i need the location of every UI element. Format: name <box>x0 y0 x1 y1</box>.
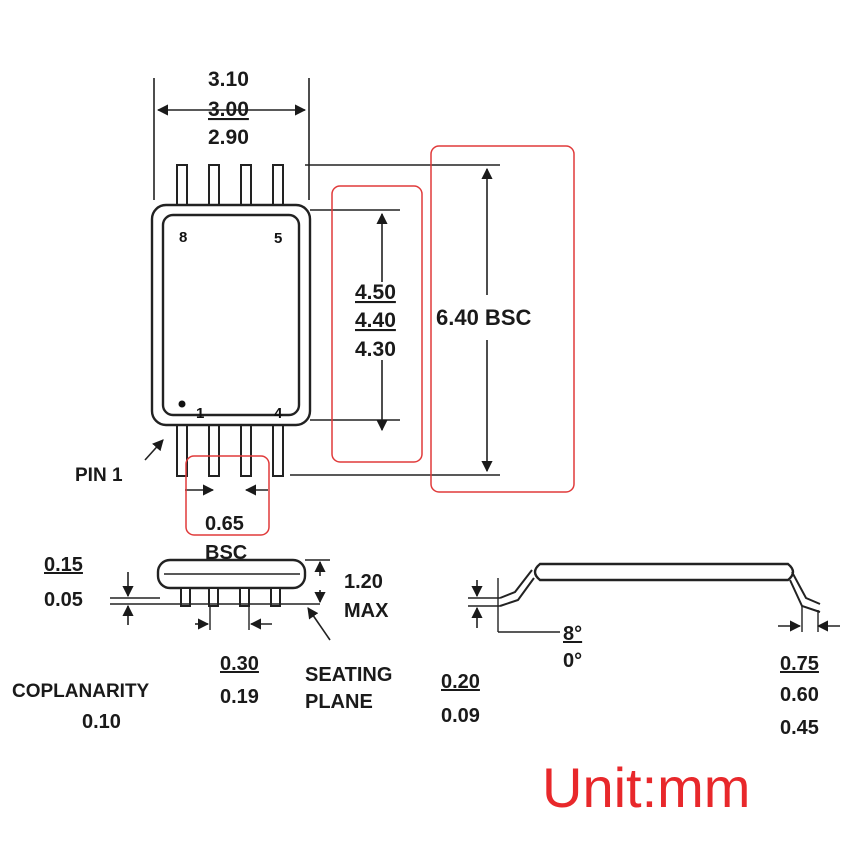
coplanarity-value: 0.10 <box>82 711 121 733</box>
standoff-max: 0.15 <box>44 554 83 576</box>
side-view <box>110 558 331 641</box>
pin-pitch-value: 0.65 <box>205 513 244 535</box>
angle-min: 0° <box>563 650 582 672</box>
highlight-pin-pitch <box>185 455 270 536</box>
body-width-min: 4.30 <box>355 338 396 361</box>
pin-label-8: 8 <box>179 229 187 246</box>
angle-max: 8° <box>563 623 582 645</box>
pin1-dot <box>178 400 186 408</box>
seating-label-2: PLANE <box>305 691 373 713</box>
foot-length-min: 0.45 <box>780 717 819 739</box>
lead-thickness-min: 0.09 <box>441 705 480 727</box>
lead-width-max: 0.30 <box>220 653 259 675</box>
width-nom: 3.00 <box>208 98 249 121</box>
unit-label: Unit:mm <box>542 756 751 819</box>
pin1-label: PIN 1 <box>75 465 123 486</box>
top-view: 8 5 1 4 <box>144 78 575 536</box>
seating-label-1: SEATING <box>305 664 392 686</box>
dimension-labels: 3.10 3.00 2.90 4.50 4.40 4.30 6.40 BSC P… <box>12 68 819 739</box>
pin-label-4: 4 <box>274 405 283 422</box>
lead-width-min: 0.19 <box>220 686 259 708</box>
highlight-body-width <box>331 185 423 463</box>
foot-length-max: 0.75 <box>780 653 819 675</box>
highlight-overall-width <box>430 145 575 493</box>
overall-width-label: 6.40 BSC <box>436 305 531 330</box>
coplanarity-label: COPLANARITY <box>12 681 150 702</box>
width-max: 3.10 <box>208 68 249 91</box>
end-view <box>468 562 840 633</box>
body-width-nom: 4.40 <box>355 309 396 332</box>
width-min: 2.90 <box>208 126 249 149</box>
pin-pitch-bsc: BSC <box>205 542 247 564</box>
body-width-max: 4.50 <box>355 281 396 304</box>
lead-thickness-max: 0.20 <box>441 671 480 693</box>
pin-label-1: 1 <box>196 405 204 422</box>
pin-label-5: 5 <box>274 230 282 247</box>
standoff-min: 0.05 <box>44 589 83 611</box>
height-max: MAX <box>344 600 389 622</box>
height-value: 1.20 <box>344 571 383 593</box>
foot-length-nom: 0.60 <box>780 684 819 706</box>
